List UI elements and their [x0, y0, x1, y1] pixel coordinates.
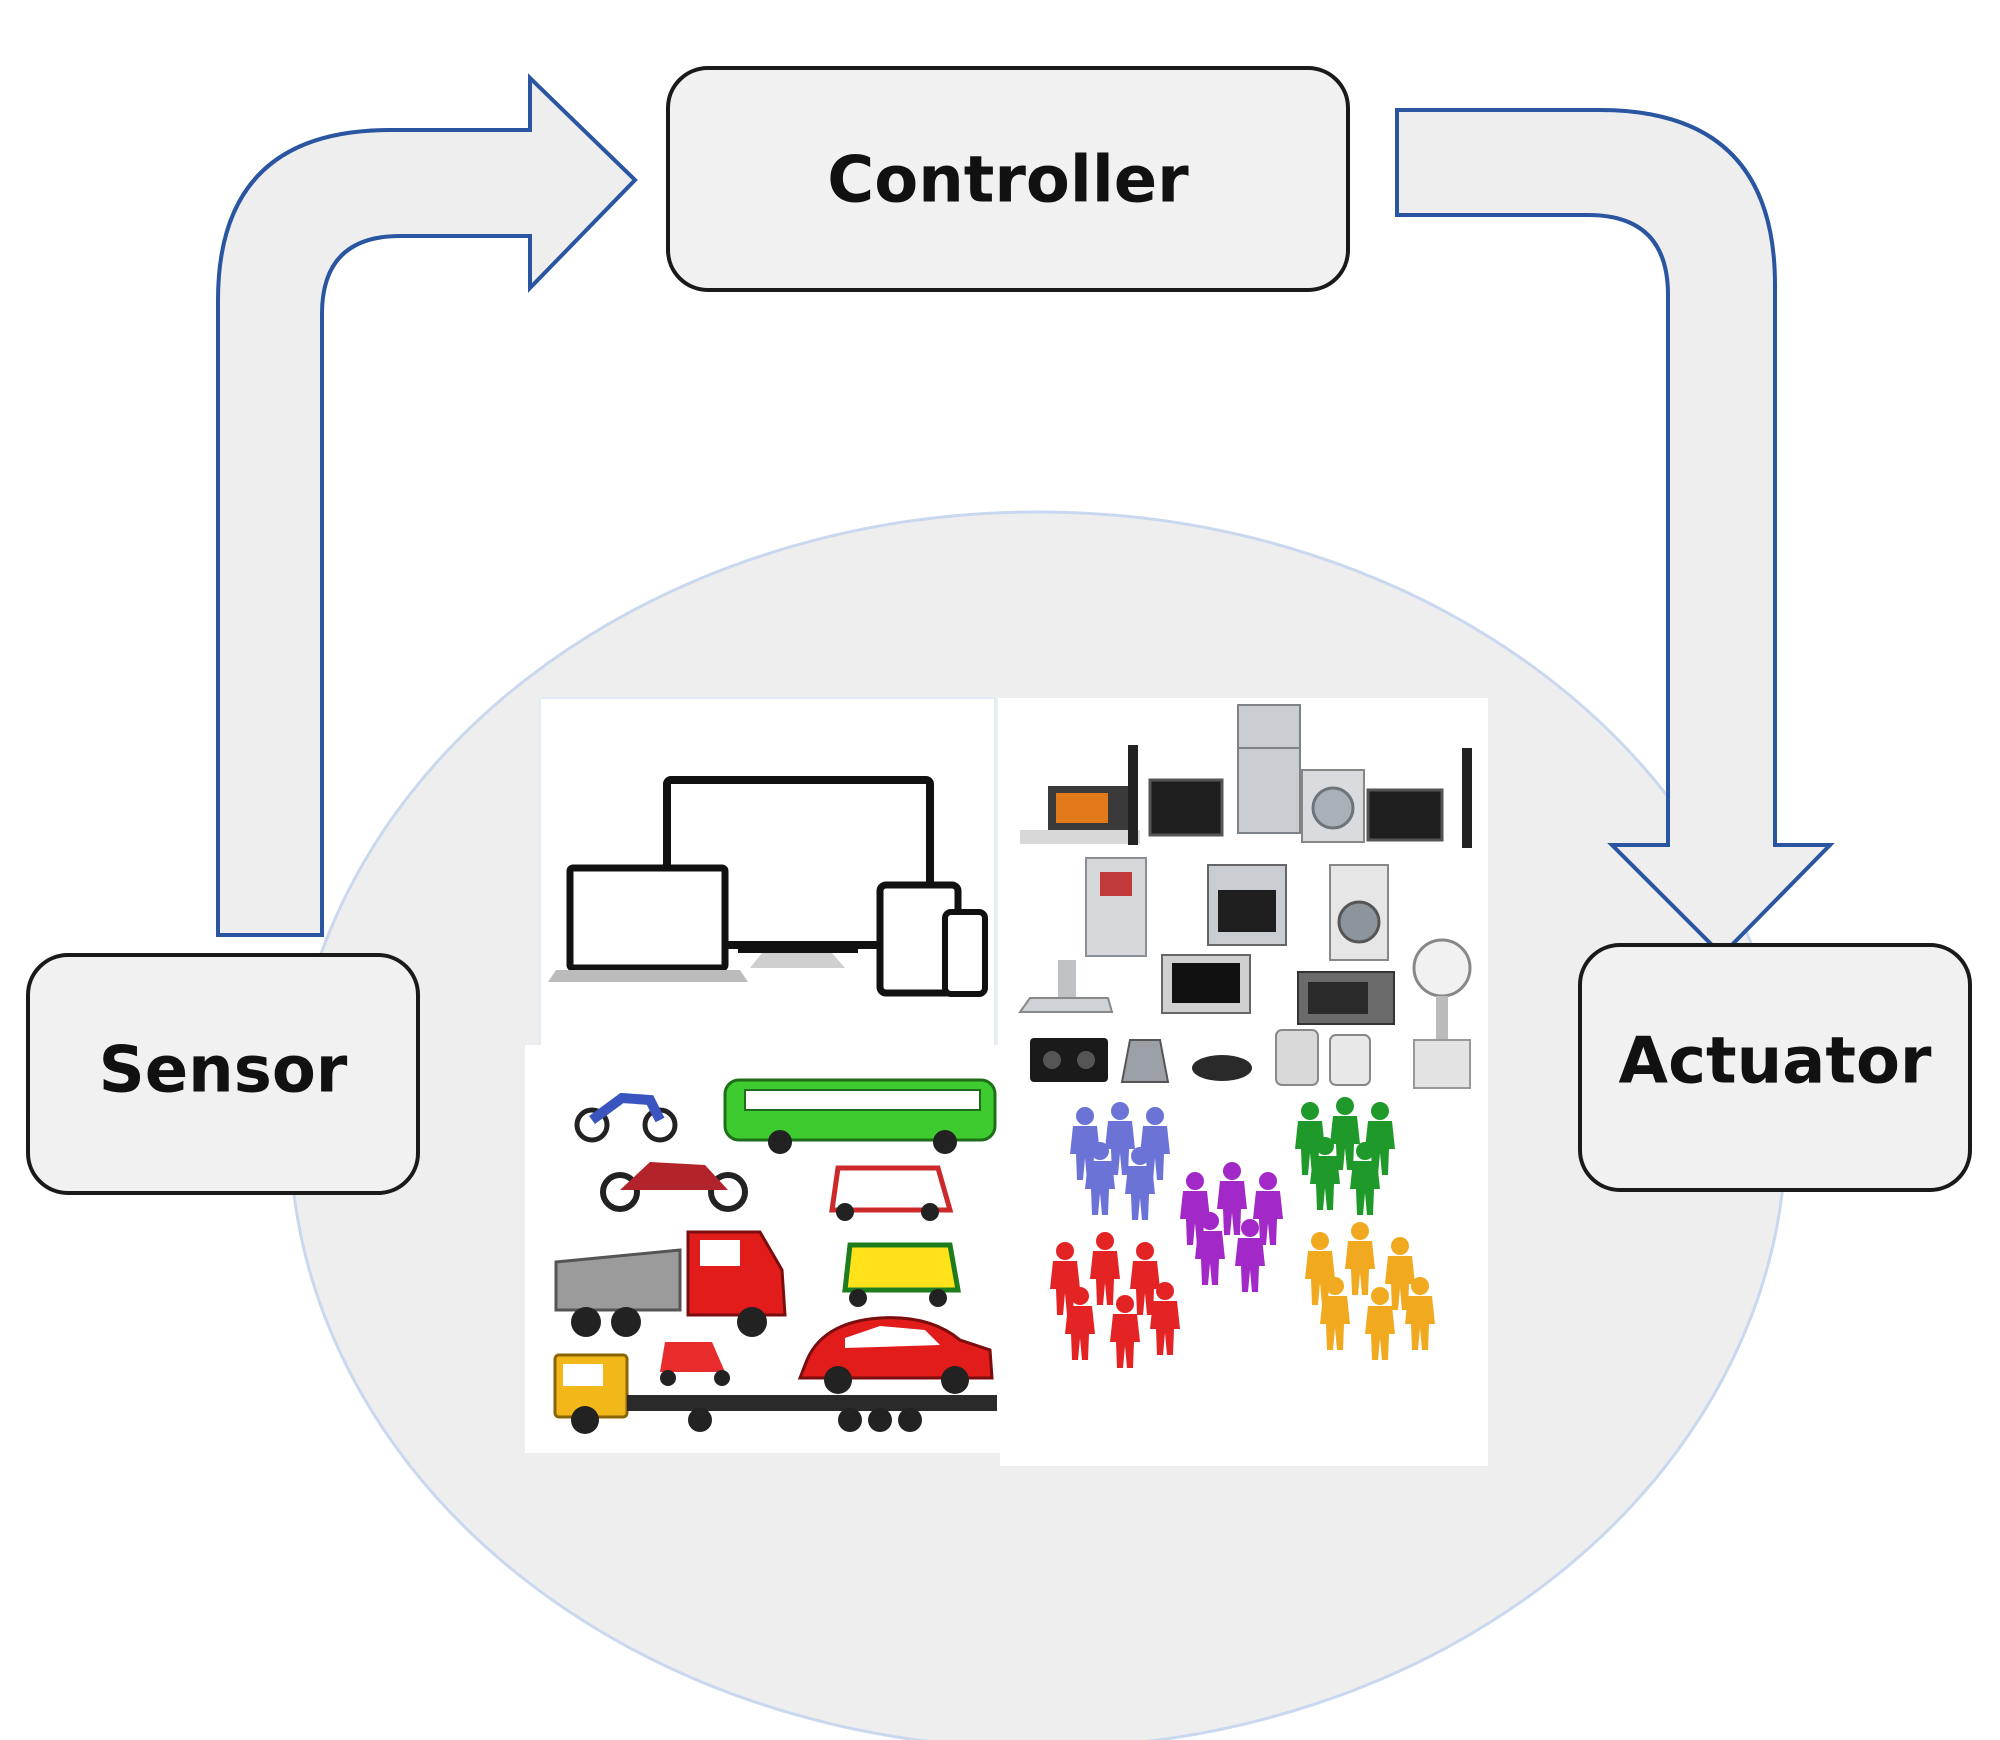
sensor-label: Sensor	[99, 1034, 348, 1108]
things-collage	[525, 697, 1488, 1466]
vehicles	[553, 1078, 997, 1434]
actuator-label: Actuator	[1619, 1025, 1932, 1099]
pan-icon	[1192, 1055, 1252, 1081]
oven-icon	[1207, 864, 1287, 946]
display-icon	[1161, 954, 1251, 1014]
auto-rickshaw-icon	[829, 1165, 954, 1221]
monitor-icon	[663, 776, 934, 968]
mixer-icon	[1120, 1039, 1170, 1083]
microwave-icon	[1020, 786, 1140, 844]
cooktop-icon	[1030, 1038, 1108, 1082]
tv-icon	[1128, 745, 1472, 848]
washing-machine-icon	[1301, 769, 1389, 961]
car-icon	[797, 1316, 994, 1394]
flatbed-truck-icon	[553, 1353, 997, 1434]
dump-truck-icon	[554, 1230, 787, 1337]
sensor-node: Sensor	[26, 953, 420, 1195]
laptop-icon	[548, 864, 748, 982]
scooter-icon	[660, 1342, 730, 1386]
kettle-icon	[1275, 1029, 1371, 1086]
controller-node: Controller	[666, 66, 1350, 292]
computing-devices	[548, 776, 988, 997]
home-appliances	[1018, 704, 1472, 1089]
sensor-to-controller-arrow	[216, 73, 638, 937]
tuk-tuk-icon	[842, 1242, 961, 1307]
cabinet-icon	[1085, 857, 1147, 957]
refrigerator-icon	[1237, 704, 1301, 834]
fan-icon	[1412, 938, 1472, 1089]
actuator-node: Actuator	[1578, 943, 1972, 1192]
sport-bike-icon	[600, 1162, 748, 1212]
controller-to-actuator-arrow	[1395, 108, 1835, 958]
toaster-oven-icon	[1297, 971, 1395, 1025]
motorbike-icon	[574, 1092, 678, 1143]
bus-icon	[723, 1078, 997, 1154]
phone-icon	[942, 909, 988, 997]
range-hood-icon	[1018, 960, 1114, 1013]
controller-label: Controller	[827, 144, 1189, 218]
